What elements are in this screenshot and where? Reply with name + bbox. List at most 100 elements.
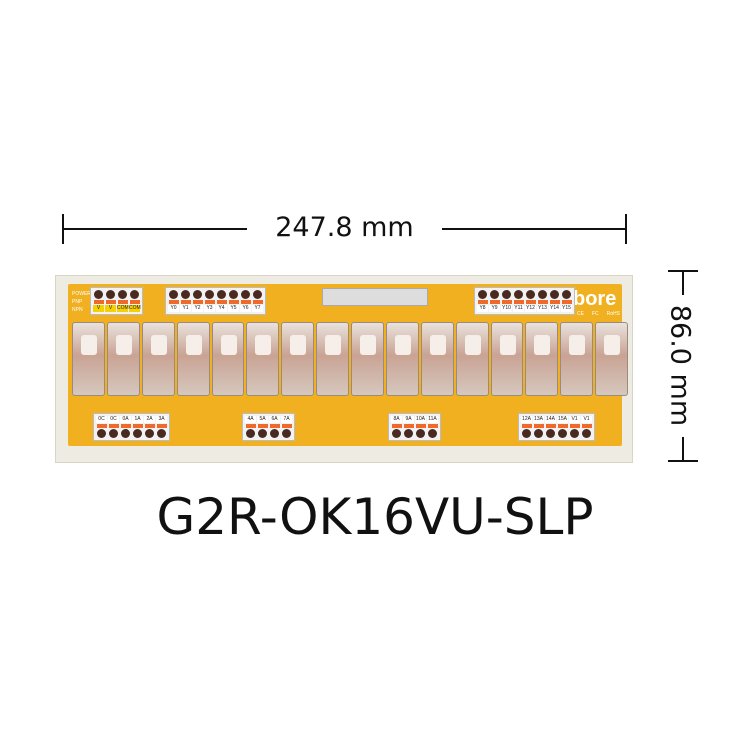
release-lever[interactable]: [513, 300, 524, 304]
release-lever[interactable]: [403, 424, 414, 428]
release-lever[interactable]: [93, 300, 104, 304]
terminal-pin[interactable]: 6A: [269, 416, 280, 438]
terminal-pin[interactable]: COM: [129, 290, 141, 312]
terminal-pin[interactable]: Y1: [180, 290, 191, 312]
terminal-pin[interactable]: Y11: [513, 290, 524, 312]
terminal-pin[interactable]: 15A: [557, 416, 568, 438]
release-lever[interactable]: [581, 424, 592, 428]
terminal-pin[interactable]: Y6: [240, 290, 251, 312]
release-lever[interactable]: [281, 424, 292, 428]
terminal-pin[interactable]: 2A: [144, 416, 155, 438]
release-lever[interactable]: [391, 424, 402, 428]
release-lever[interactable]: [204, 300, 215, 304]
terminal-pin[interactable]: 9A: [403, 416, 414, 438]
terminal-pin[interactable]: Y13: [537, 290, 548, 312]
release-lever[interactable]: [108, 424, 119, 428]
terminal-pin[interactable]: 0A: [120, 416, 131, 438]
release-lever[interactable]: [168, 300, 179, 304]
release-lever[interactable]: [501, 300, 512, 304]
terminal-label: Y4: [216, 305, 227, 312]
release-lever[interactable]: [96, 424, 107, 428]
relay: [316, 322, 349, 396]
terminal-pin[interactable]: 4A: [245, 416, 256, 438]
terminal-pin[interactable]: 0C: [96, 416, 107, 438]
release-lever[interactable]: [192, 300, 203, 304]
release-lever[interactable]: [105, 300, 116, 304]
release-lever[interactable]: [245, 424, 256, 428]
release-lever[interactable]: [569, 424, 580, 428]
terminal-pin[interactable]: Y15: [561, 290, 572, 312]
terminal-pin[interactable]: 10A: [415, 416, 426, 438]
terminal-pin[interactable]: COM: [117, 290, 129, 312]
release-lever[interactable]: [521, 424, 532, 428]
terminal-pin[interactable]: 7A: [281, 416, 292, 438]
relay: [211, 322, 245, 396]
terminal-pin[interactable]: Y2: [192, 290, 203, 312]
terminal-label: 3A: [156, 416, 167, 423]
terminal-pin[interactable]: V1: [569, 416, 580, 438]
terminal-pin[interactable]: 8A: [391, 416, 402, 438]
wire-hole: [514, 290, 523, 299]
release-lever[interactable]: [180, 300, 191, 304]
terminal-pin[interactable]: Y7: [252, 290, 263, 312]
release-lever[interactable]: [415, 424, 426, 428]
terminal-pin[interactable]: Y10: [501, 290, 512, 312]
terminal-pin[interactable]: Y3: [204, 290, 215, 312]
release-lever[interactable]: [228, 300, 239, 304]
release-lever[interactable]: [561, 300, 572, 304]
terminal-pin[interactable]: 11A: [427, 416, 438, 438]
terminal-pin[interactable]: 0C: [108, 416, 119, 438]
release-lever[interactable]: [557, 424, 568, 428]
release-lever[interactable]: [120, 424, 131, 428]
terminal-pin[interactable]: Y14: [549, 290, 560, 312]
release-lever[interactable]: [240, 300, 251, 304]
release-lever[interactable]: [216, 300, 227, 304]
terminal-pin[interactable]: Y5: [228, 290, 239, 312]
wire-hole: [428, 429, 437, 438]
release-lever[interactable]: [533, 424, 544, 428]
terminal-pin[interactable]: Y0: [168, 290, 179, 312]
relay: [525, 322, 559, 396]
release-lever[interactable]: [252, 300, 263, 304]
wire-hole: [157, 429, 166, 438]
terminal-pin[interactable]: Y9: [489, 290, 500, 312]
release-lever[interactable]: [477, 300, 488, 304]
release-lever[interactable]: [144, 424, 155, 428]
wire-hole: [94, 290, 103, 299]
terminal-pin[interactable]: 5A: [257, 416, 268, 438]
terminal-pin[interactable]: 13A: [533, 416, 544, 438]
terminal-label: V: [105, 305, 116, 312]
release-lever[interactable]: [132, 424, 143, 428]
terminal-pin[interactable]: Y8: [477, 290, 488, 312]
wire-hole: [205, 290, 214, 299]
terminal-pin[interactable]: 1A: [132, 416, 143, 438]
terminal-pin[interactable]: Y4: [216, 290, 227, 312]
terminal-pin[interactable]: 12A: [521, 416, 532, 438]
release-lever[interactable]: [489, 300, 500, 304]
release-lever[interactable]: [257, 424, 268, 428]
terminal-pin[interactable]: V1: [581, 416, 592, 438]
terminal-pin[interactable]: 3A: [156, 416, 167, 438]
release-lever[interactable]: [129, 300, 140, 304]
release-lever[interactable]: [545, 424, 556, 428]
release-lever[interactable]: [537, 300, 548, 304]
release-lever[interactable]: [427, 424, 438, 428]
terminal-label: 8A: [391, 416, 402, 423]
terminal-pin[interactable]: V: [93, 290, 104, 312]
release-lever[interactable]: [549, 300, 560, 304]
terminal-pin[interactable]: Y12: [525, 290, 536, 312]
wire-hole: [217, 290, 226, 299]
release-lever[interactable]: [269, 424, 280, 428]
terminal-pin[interactable]: V: [105, 290, 116, 312]
release-lever[interactable]: [156, 424, 167, 428]
release-lever[interactable]: [117, 300, 128, 304]
terminal-pin[interactable]: 14A: [545, 416, 556, 438]
release-lever[interactable]: [525, 300, 536, 304]
